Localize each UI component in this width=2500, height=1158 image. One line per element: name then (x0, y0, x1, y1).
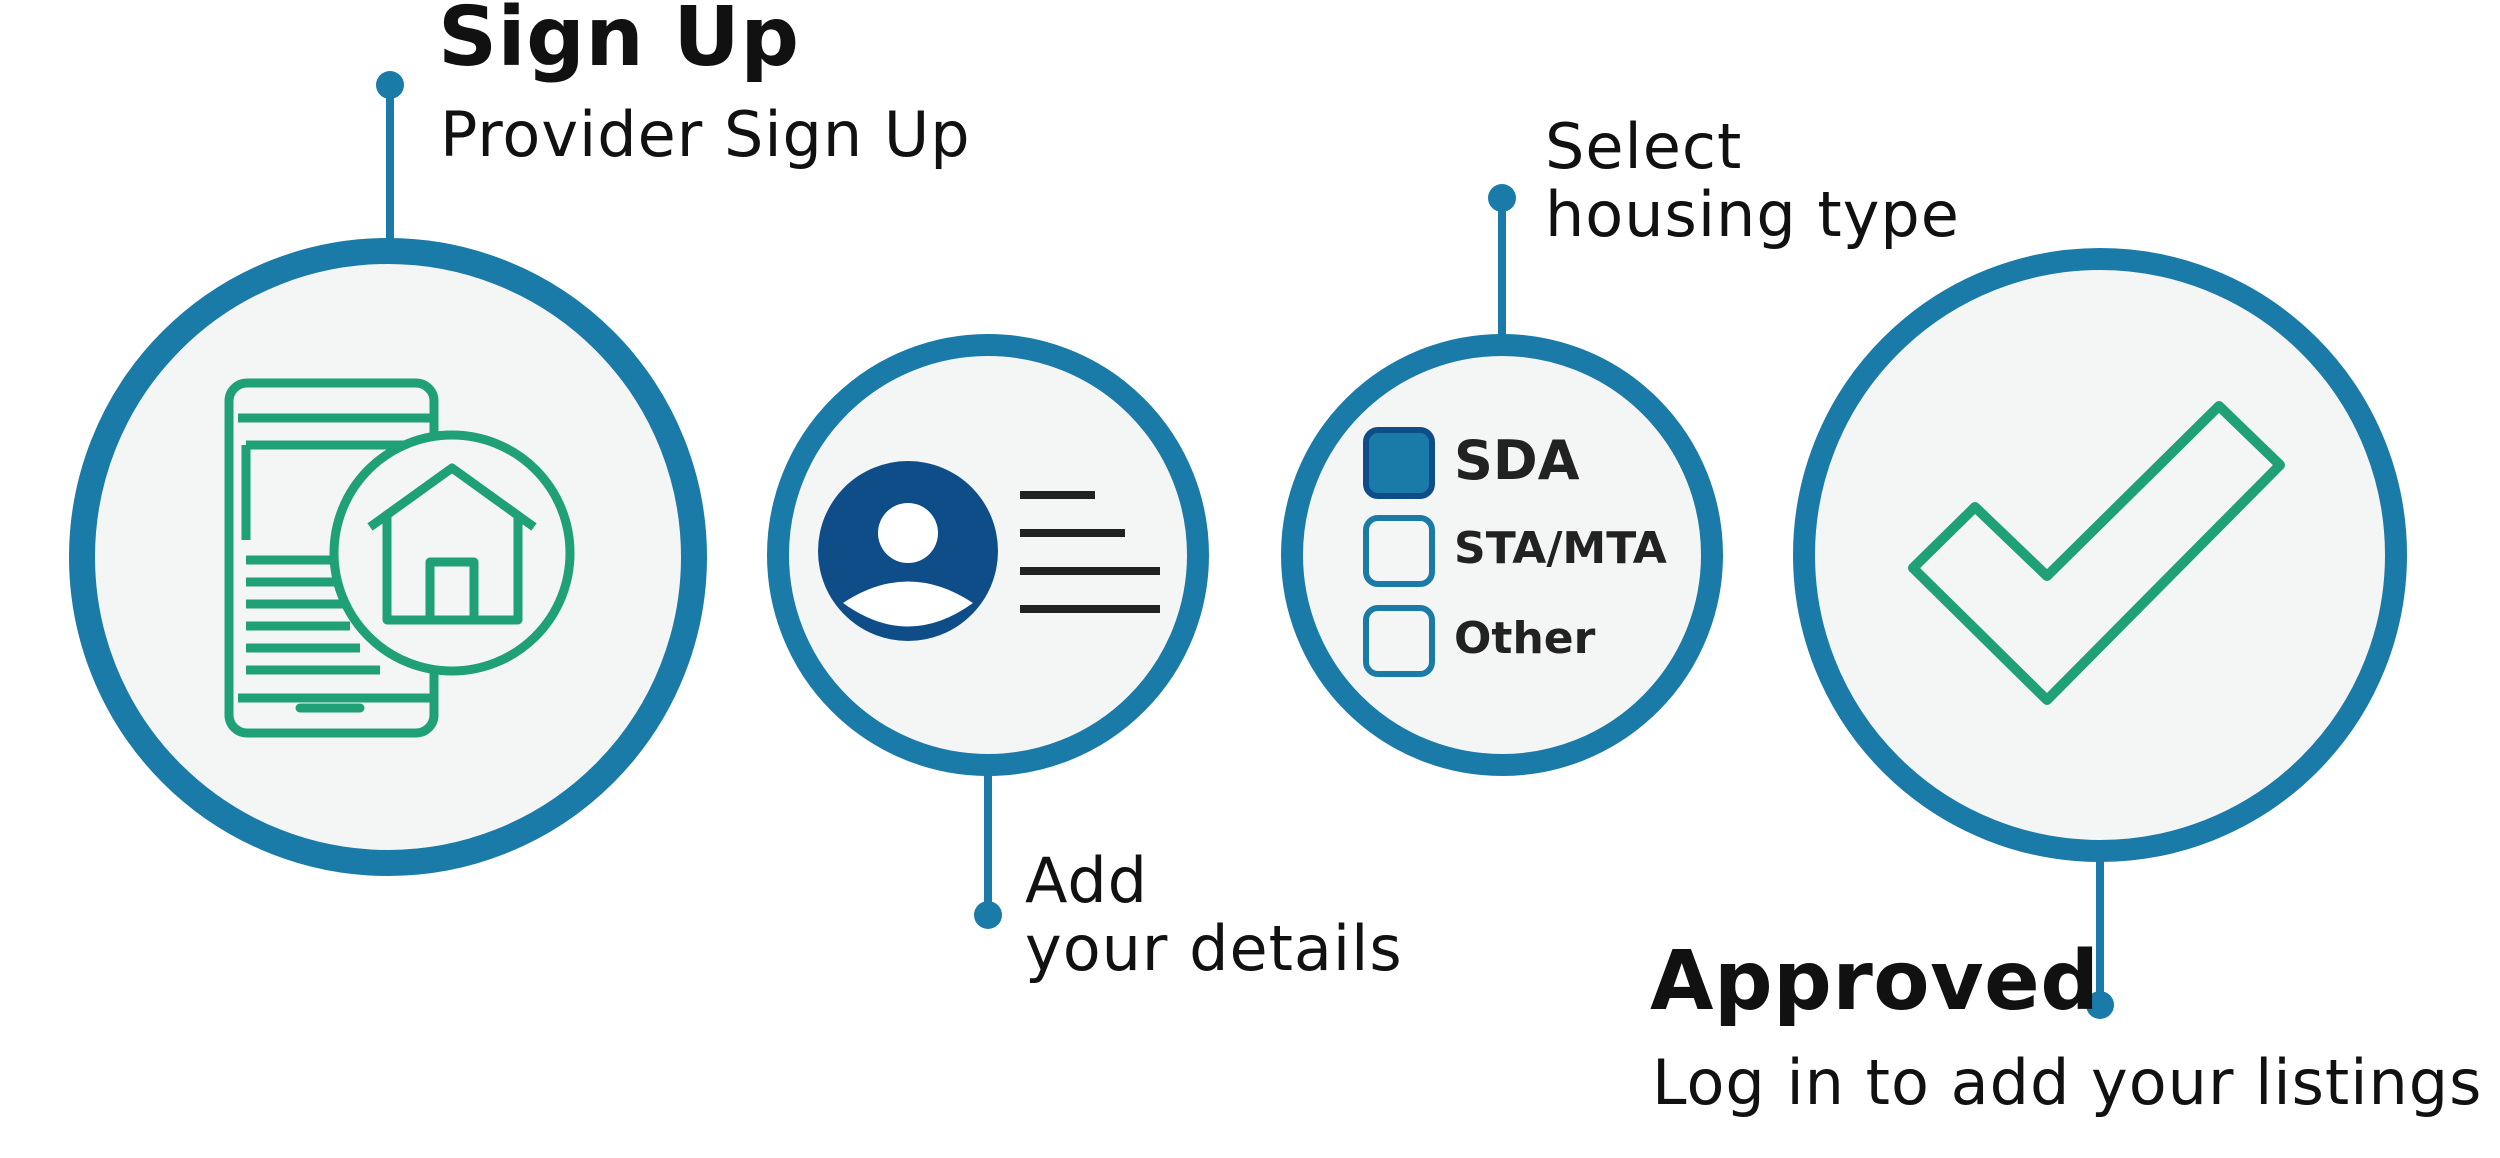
add-details-line2: your details (1025, 912, 1403, 985)
checklist-icon (1363, 427, 1435, 677)
connector-add-details (974, 771, 1002, 929)
step-circle-approved (1793, 248, 2407, 862)
checkbox-label: STA/MTA (1454, 523, 1667, 574)
add-details-line1: Add (1025, 844, 1149, 917)
select-housing-line1: Select (1545, 110, 1743, 183)
profile-card-icon (818, 461, 1160, 641)
sign-up-title: Sign Up (438, 0, 800, 85)
approved-title: Approved (1650, 934, 2100, 1029)
connector-approved (2086, 856, 2114, 1019)
checkbox-1[interactable] (1363, 515, 1435, 587)
sign-up-subtitle: Provider Sign Up (440, 98, 971, 171)
connector-sign-up (376, 71, 404, 249)
checkbox-2[interactable] (1363, 605, 1435, 677)
phone-house-icon (224, 378, 575, 738)
select-housing-line2: housing type (1545, 178, 1960, 251)
approved-subtitle: Log in to add your listings (1652, 1046, 2483, 1119)
connector-select-housing (1488, 184, 1516, 344)
checkbox-label: SDA (1454, 429, 1580, 492)
checkbox-0[interactable] (1363, 427, 1435, 499)
checkmark-icon (1908, 401, 2285, 705)
checkbox-label: Other (1454, 613, 1596, 664)
